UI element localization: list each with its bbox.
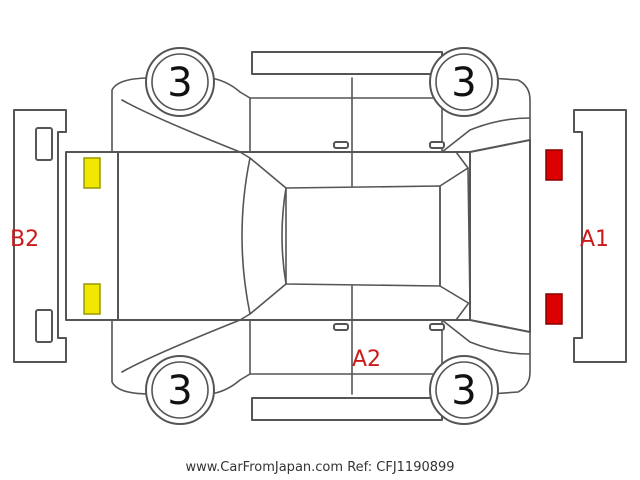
rear-left-lamp-marker (83, 157, 101, 189)
front-right-lamp-marker (545, 293, 563, 325)
rear-right-lamp-marker (83, 283, 101, 315)
wheel-front-right: 3 (429, 355, 499, 425)
wheel-grade: 3 (167, 368, 192, 414)
rear-bumper-damage-label: B2 (10, 227, 39, 252)
car-body-top-view (65, 139, 531, 333)
wheel-grade: 3 (451, 368, 476, 414)
wheel-rear-right: 3 (145, 355, 215, 425)
front-bumper (573, 109, 627, 363)
front-left-lamp-marker (545, 149, 563, 181)
right-side-profile (111, 319, 531, 421)
wheel-rear-left: 3 (145, 47, 215, 117)
left-side-profile (111, 51, 531, 153)
footer-site: www.CarFromJapan.com (185, 460, 344, 475)
wheel-grade: 3 (451, 60, 476, 106)
rear-bumper (13, 109, 67, 363)
wheel-front-left: 3 (429, 47, 499, 117)
wheel-grade: 3 (167, 60, 192, 106)
footer-ref: Ref: CFJ1190899 (347, 460, 455, 475)
right-side-damage-label: A2 (352, 347, 381, 372)
footer-watermark: www.CarFromJapan.com Ref: CFJ1190899 (0, 460, 640, 475)
front-bumper-damage-label: A1 (580, 227, 609, 252)
